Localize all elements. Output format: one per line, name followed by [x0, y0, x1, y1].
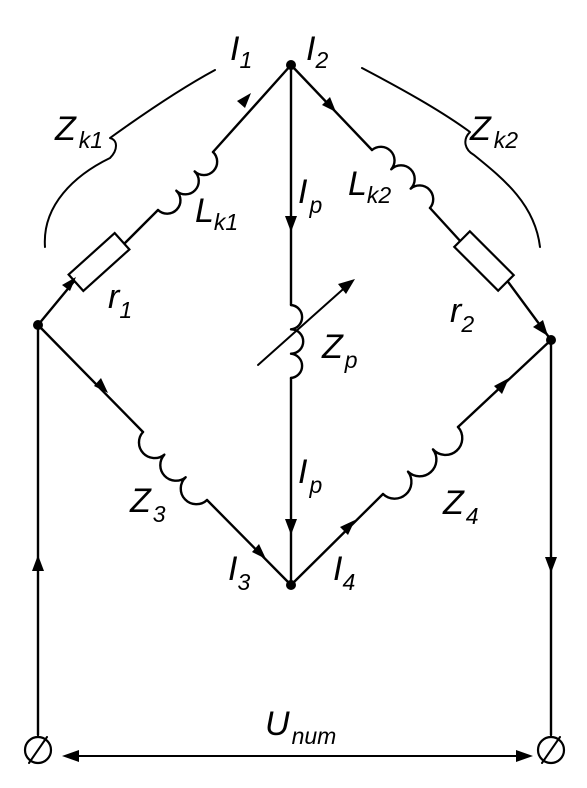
circle-slash-icon — [23, 735, 53, 765]
inductor-lk1 — [156, 150, 219, 215]
label-r2: r2 — [450, 292, 474, 337]
label-z4: Z4 — [442, 484, 479, 529]
inductor-z3 — [137, 430, 209, 506]
label-i1: I1 — [230, 30, 252, 73]
circle-slash-icon — [536, 735, 566, 765]
inductor-z4 — [381, 425, 464, 500]
junction-dot-icon — [33, 320, 43, 330]
current-arrows — [32, 93, 557, 762]
variable-inductor-zp — [257, 279, 355, 380]
resistor-r1 — [67, 231, 131, 293]
wire-bottom-to-z4 — [289, 492, 385, 587]
label-lk2: Lk2 — [348, 165, 391, 208]
brace-zk2 — [361, 67, 541, 248]
label-i3: I3 — [228, 550, 250, 595]
circuit-wires — [36, 63, 553, 757]
inductor-lk2 — [370, 145, 435, 210]
label-z3: Z3 — [129, 482, 166, 527]
brace-zk1 — [43, 69, 216, 248]
label-zp: Zp — [321, 328, 358, 373]
label-ip-top: Ip — [298, 173, 322, 218]
label-r1: r1 — [108, 278, 132, 323]
wire-lk1-to-top — [211, 63, 293, 154]
wire-left-to-z3 — [36, 323, 145, 434]
junction-dot-icon — [286, 580, 296, 590]
label-i2: I2 — [306, 30, 328, 73]
junction-dot-icon — [286, 60, 296, 70]
wire-r1-to-lk1 — [120, 208, 160, 248]
junction-dot-icon — [546, 335, 556, 345]
label-ip-bottom: Ip — [298, 453, 322, 498]
label-unum: Unum — [265, 705, 336, 749]
wire-lk2-to-r2 — [428, 206, 464, 245]
label-i4: I4 — [333, 550, 355, 595]
label-lk1: Lk1 — [195, 192, 238, 235]
resistor-r2 — [452, 229, 516, 293]
wire-z3-to-bottom — [205, 498, 293, 587]
